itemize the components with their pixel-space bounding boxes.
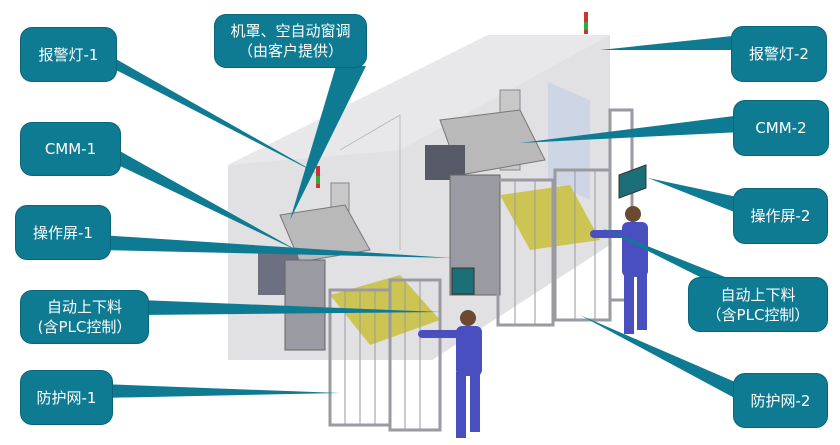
callout-enclosure: 机罩、空自动窗调（由客户提供） — [214, 14, 367, 68]
callout-label: 操作屏-2 — [750, 207, 811, 225]
callout-label: 防护网-1 — [36, 388, 97, 407]
callout-label: 报警灯-1 — [38, 45, 99, 64]
callout-cmm-1: CMM-1 — [20, 122, 121, 176]
callout-label: CMM-1 — [44, 140, 97, 158]
worker-2 — [590, 206, 648, 334]
callout-alarm-light-2: 报警灯-2 — [731, 26, 827, 82]
cmm-1-machine — [258, 166, 371, 351]
callout-label: 操作屏-1 — [33, 223, 93, 242]
cmm-2-machine — [425, 12, 588, 296]
guard-fence-2 — [496, 108, 634, 327]
callout-screen-2: 操作屏-2 — [733, 188, 828, 244]
callout-label: 自动上下料 — [720, 285, 796, 304]
callout-loader-1: 自动上下料 (含PLC控制） — [20, 290, 149, 344]
callout-alarm-light-1: 报警灯-1 — [20, 27, 117, 82]
callout-loader-2: 自动上下料（含PLC控制） — [688, 277, 828, 332]
callout-label: 报警灯-2 — [749, 45, 809, 63]
operator-screen-2 — [618, 164, 647, 199]
callout-label: 防护网-2 — [750, 391, 811, 410]
callout-screen-1: 操作屏-1 — [15, 205, 111, 260]
callout-label: （含PLC控制） — [706, 305, 810, 324]
callout-guard-2: 防护网-2 — [733, 373, 828, 428]
callout-label: CMM-2 — [755, 119, 807, 137]
callout-label: (含PLC控制） — [37, 318, 132, 336]
callout-label: 自动上下料 — [46, 298, 122, 316]
callout-pointers — [100, 35, 742, 402]
guard-fence-1 — [328, 278, 442, 432]
callout-enclosure-label: 机罩、空自动窗调（由客户提供） — [230, 22, 351, 60]
operator-screen-1 — [451, 267, 475, 295]
worker-1 — [418, 310, 482, 438]
callout-cmm-2: CMM-2 — [733, 100, 829, 156]
callout-guard-1: 防护网-1 — [20, 370, 113, 425]
